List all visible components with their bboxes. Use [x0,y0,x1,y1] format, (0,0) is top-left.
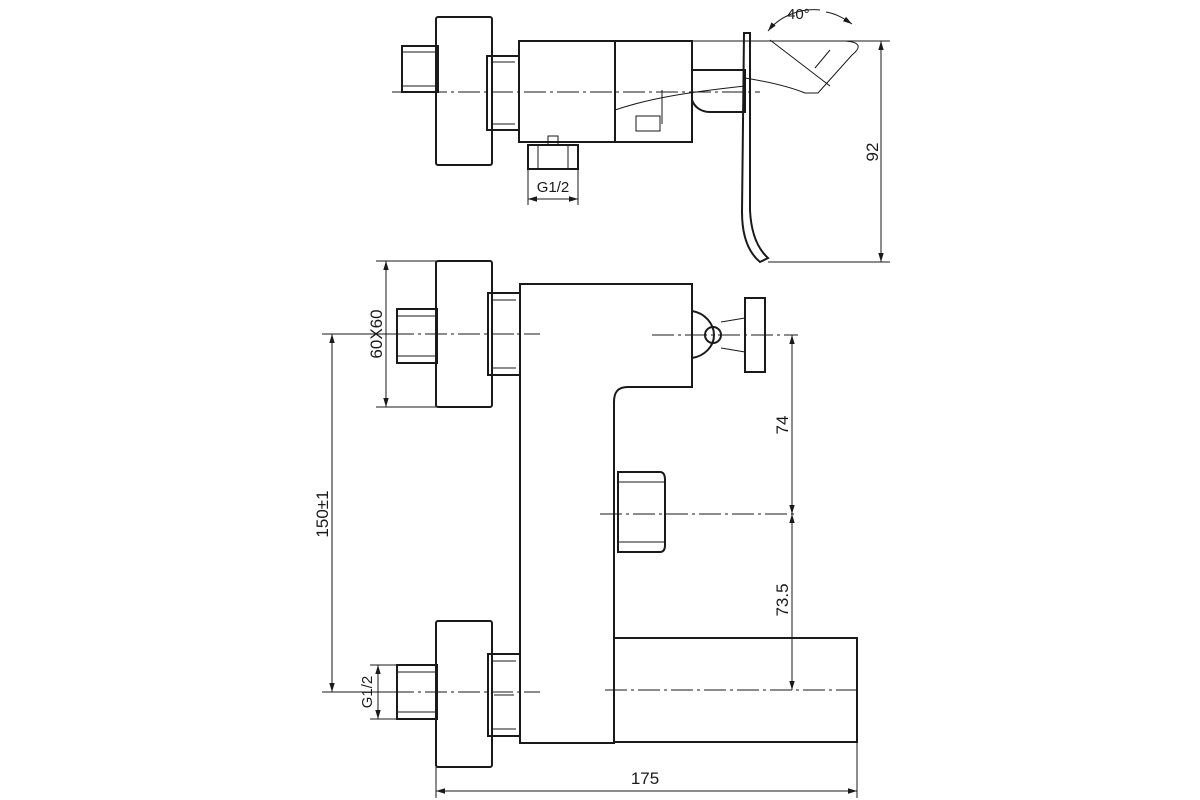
top-wall-flange [435,16,493,166]
thread-bottom-label: G1/2 [359,676,376,709]
front-mixer-body [519,283,693,744]
lower-wall-flange [435,620,493,768]
diverter-knob [617,471,666,553]
top-lever-hub [691,69,746,113]
spacing-label: 150±1 [313,490,332,537]
height-top-label: 92 [863,143,882,162]
thread-top-label: G1/2 [537,179,570,196]
upper-inlet-stub [396,308,438,364]
width-label: 175 [631,769,659,788]
angle-label: 40° [787,6,810,23]
front-view: 60X60 150±1 G1/2 74 73.5 175 [313,260,862,798]
top-inlet-stub [401,45,439,93]
upper-offset-label: 74 [773,416,792,435]
lower-offset-label: 73.5 [773,583,792,616]
top-outlet-connector [527,144,579,170]
top-lever-arm [740,32,770,264]
top-view: 40° 92 G1/2 [392,6,890,264]
